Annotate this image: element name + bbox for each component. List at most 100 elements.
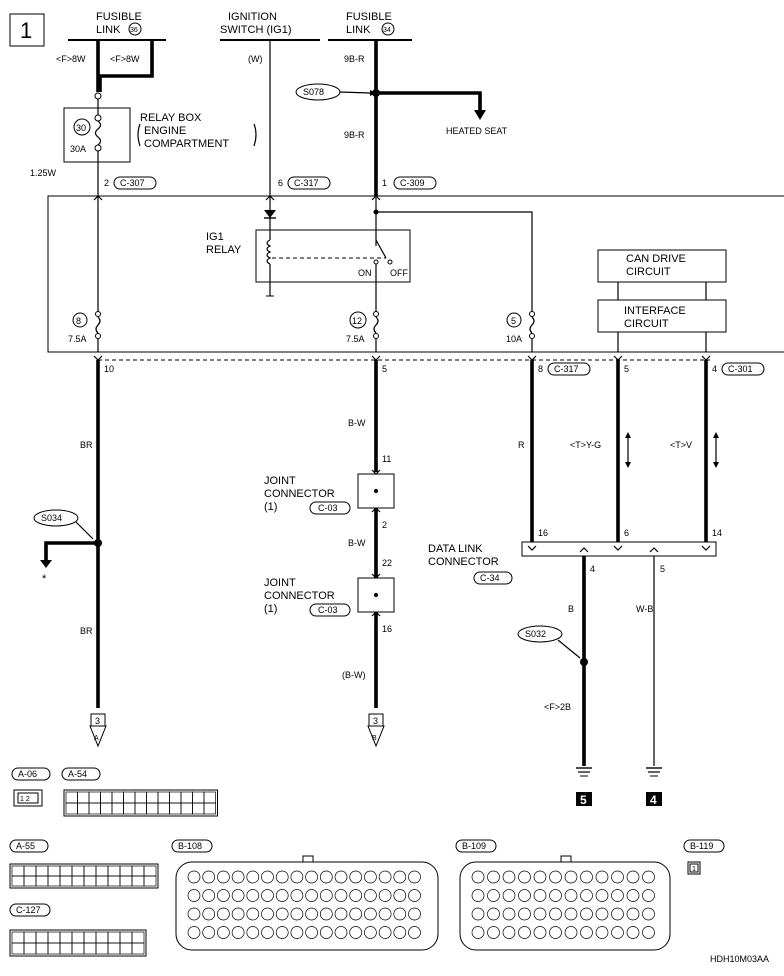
a55-cavity [143,875,157,887]
b108-pin [275,907,289,921]
b108-pin [334,870,348,884]
page-number-box [9,13,45,47]
data-link-connector: DATA LINK CONNECTOR C-34 [428,541,717,585]
svg-text:IG1: IG1 [206,231,224,243]
interface-circuit: INTERFACE CIRCUIT [597,299,727,333]
b108-pin [275,889,289,902]
b109-pin [533,870,547,884]
inner-wire-3 [376,211,533,312]
svg-text:9B-R: 9B-R [344,54,365,64]
svg-text:10: 10 [104,364,114,374]
svg-text:1 2: 1 2 [20,796,30,803]
b109-pin [564,870,578,884]
svg-text:11: 11 [382,454,391,464]
wire-r: R 16 [518,360,548,542]
b108-pin [202,889,216,902]
svg-text:B-W: B-W [348,418,366,428]
b109-pin [518,889,531,902]
svg-text:JOINT: JOINT [264,475,296,487]
a54-cavity [157,802,170,815]
fusible-link-36-header: FUSIBLE LINK 36 [68,11,166,41]
svg-text:LINK: LINK [346,24,371,36]
svg-text:22: 22 [382,558,392,568]
svg-text:(1): (1) [264,603,277,615]
b109-pin [611,870,624,884]
svg-text:12: 12 [352,316,362,326]
c127-cavity [95,942,109,955]
svg-text:C-03: C-03 [318,503,338,513]
connector-b108: B-108 [171,839,439,951]
b109-pin [502,870,516,884]
a55-cavity [35,865,49,877]
b109-pin [564,907,578,921]
a55-cavity [59,875,73,887]
b108-pin [187,870,201,884]
svg-text:OFF: OFF [390,268,408,278]
a55-cavity [71,875,85,887]
a55-cavity [131,875,145,887]
svg-text:W-B: W-B [636,604,653,614]
svg-text:DATA LINK: DATA LINK [428,543,483,555]
box-top-pins [93,195,381,201]
b108-pin [290,889,304,902]
svg-text:<F>8W: <F>8W [56,54,86,64]
svg-text:6: 6 [278,178,283,188]
b109-pin [595,926,609,939]
b108-pin [231,889,245,902]
b108-pin [349,889,363,902]
svg-text:C-317: C-317 [554,364,579,374]
b109-pin [518,870,531,884]
b109-pin [564,889,578,902]
b109-pin [487,870,500,884]
b108-pin [305,907,318,921]
svg-text:36: 36 [130,27,138,34]
c127-cavity [83,931,97,944]
c127-cavity [59,931,73,944]
svg-text:B: B [372,735,377,742]
svg-text:S078: S078 [303,87,324,97]
a54-cavity [111,802,124,815]
a54-cavity [169,802,182,815]
svg-text:A: A [94,735,99,742]
b108-pin [187,889,201,902]
b108-pin [393,870,407,884]
b109-pin [471,907,485,921]
c127-cavity [23,931,37,944]
b108-pin [349,926,363,939]
c127-cavity [35,931,49,944]
c127-cavity [59,942,73,955]
b109-pin [611,889,624,902]
c127-cavity [107,931,121,944]
b108-pin [202,926,216,939]
svg-text:7.5A: 7.5A [346,334,365,344]
b108-pin [261,907,274,921]
c127-cavity [11,931,25,944]
b109-pin [580,870,593,884]
b108-pin [334,907,348,921]
wire-br: BR BR * S034 3 A [33,360,107,748]
a54-cavity [111,791,124,804]
b109-pin [502,926,516,939]
b108-pin [231,870,245,884]
c127-cavity [35,942,49,955]
svg-text:BR: BR [80,440,93,450]
fuse-8: 8 7.5A [68,311,101,344]
b109-pin [611,907,624,921]
svg-text:ENGINE: ENGINE [144,125,186,137]
c127-cavity [95,931,109,944]
b108-pin [246,889,260,902]
b108-pin [217,870,230,884]
svg-text:FUSIBLE: FUSIBLE [96,11,142,23]
b108-pin [246,926,260,939]
b109-pin [642,889,655,902]
can-drive-circuit: CAN DRIVE CIRCUIT [597,249,727,283]
svg-text:<F>8W: <F>8W [110,54,140,64]
svg-text:CIRCUIT: CIRCUIT [624,318,669,330]
b109-pin [580,889,593,902]
svg-text:A-06: A-06 [18,769,37,779]
a54-cavity [180,791,193,804]
b108-pin [275,870,289,884]
svg-text:CAN DRIVE: CAN DRIVE [626,253,686,265]
b109-pin [580,926,593,939]
wire-wb: 5 W-B 4 [636,556,665,807]
